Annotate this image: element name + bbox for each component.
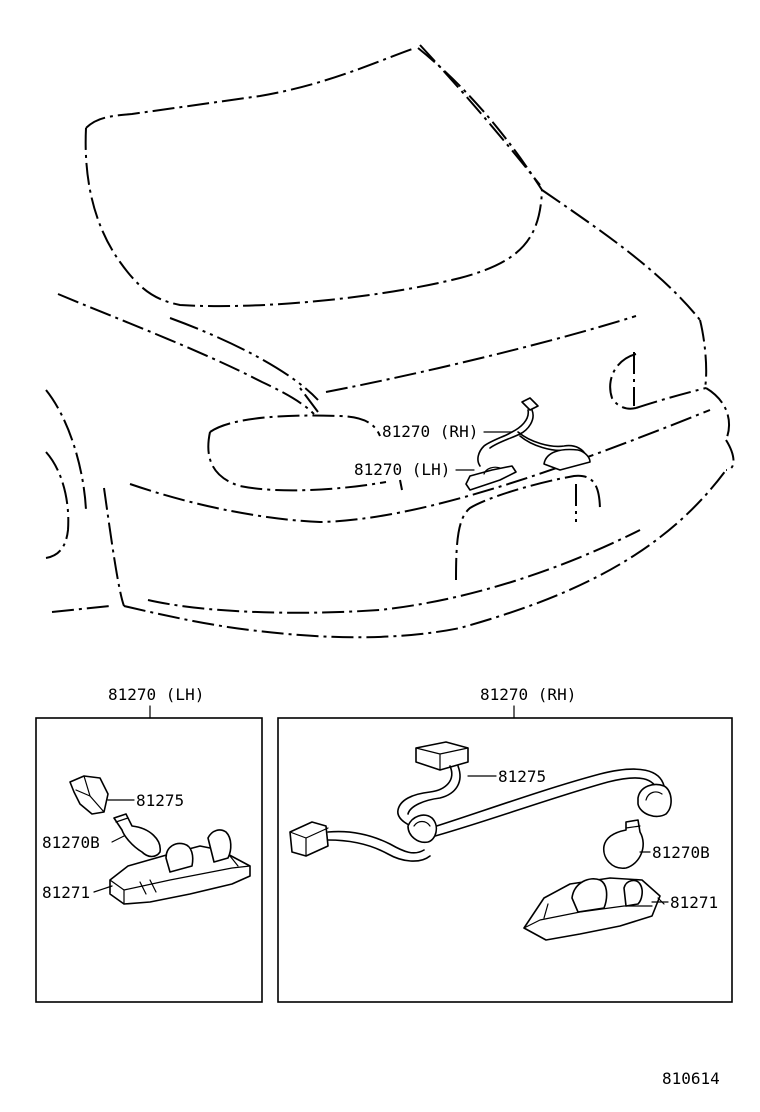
car-rear-outline: [45, 44, 735, 639]
panel-lh-title: 81270 (LH): [108, 685, 204, 704]
panel-rh: 81270 (RH) 81275: [277, 685, 733, 1003]
lh-socket-part: [69, 775, 109, 815]
overview-callouts: 81270 (RH) 81270 (LH): [354, 422, 513, 491]
rh-connector-top: [415, 741, 469, 771]
rh-label-socket: 81275: [498, 767, 546, 786]
figure-code: 810614: [662, 1069, 720, 1088]
rh-wiring-harness: [327, 765, 665, 862]
panel-rh-title: 81270 (RH): [480, 685, 576, 704]
panel-lh: 81270 (LH) 81275 81270B 81271: [35, 685, 263, 1003]
lh-label-lens: 81271: [42, 883, 90, 902]
rh-socket-part: [637, 783, 672, 818]
rh-bulb-part: [602, 819, 644, 869]
rh-label-lens: 81271: [670, 893, 718, 912]
lh-bulb-part: [113, 813, 161, 858]
callout-lh-overview: 81270 (LH): [354, 460, 450, 479]
callout-rh-overview: 81270 (RH): [382, 422, 478, 441]
harness-on-car: [465, 397, 591, 491]
rh-lens-part: [523, 877, 665, 941]
lh-label-socket: 81275: [136, 791, 184, 810]
lh-label-bulb: 81270B: [42, 833, 100, 852]
rh-label-bulb: 81270B: [652, 843, 710, 862]
lh-lens-part: [109, 829, 251, 905]
rh-connector-left: [289, 821, 329, 857]
